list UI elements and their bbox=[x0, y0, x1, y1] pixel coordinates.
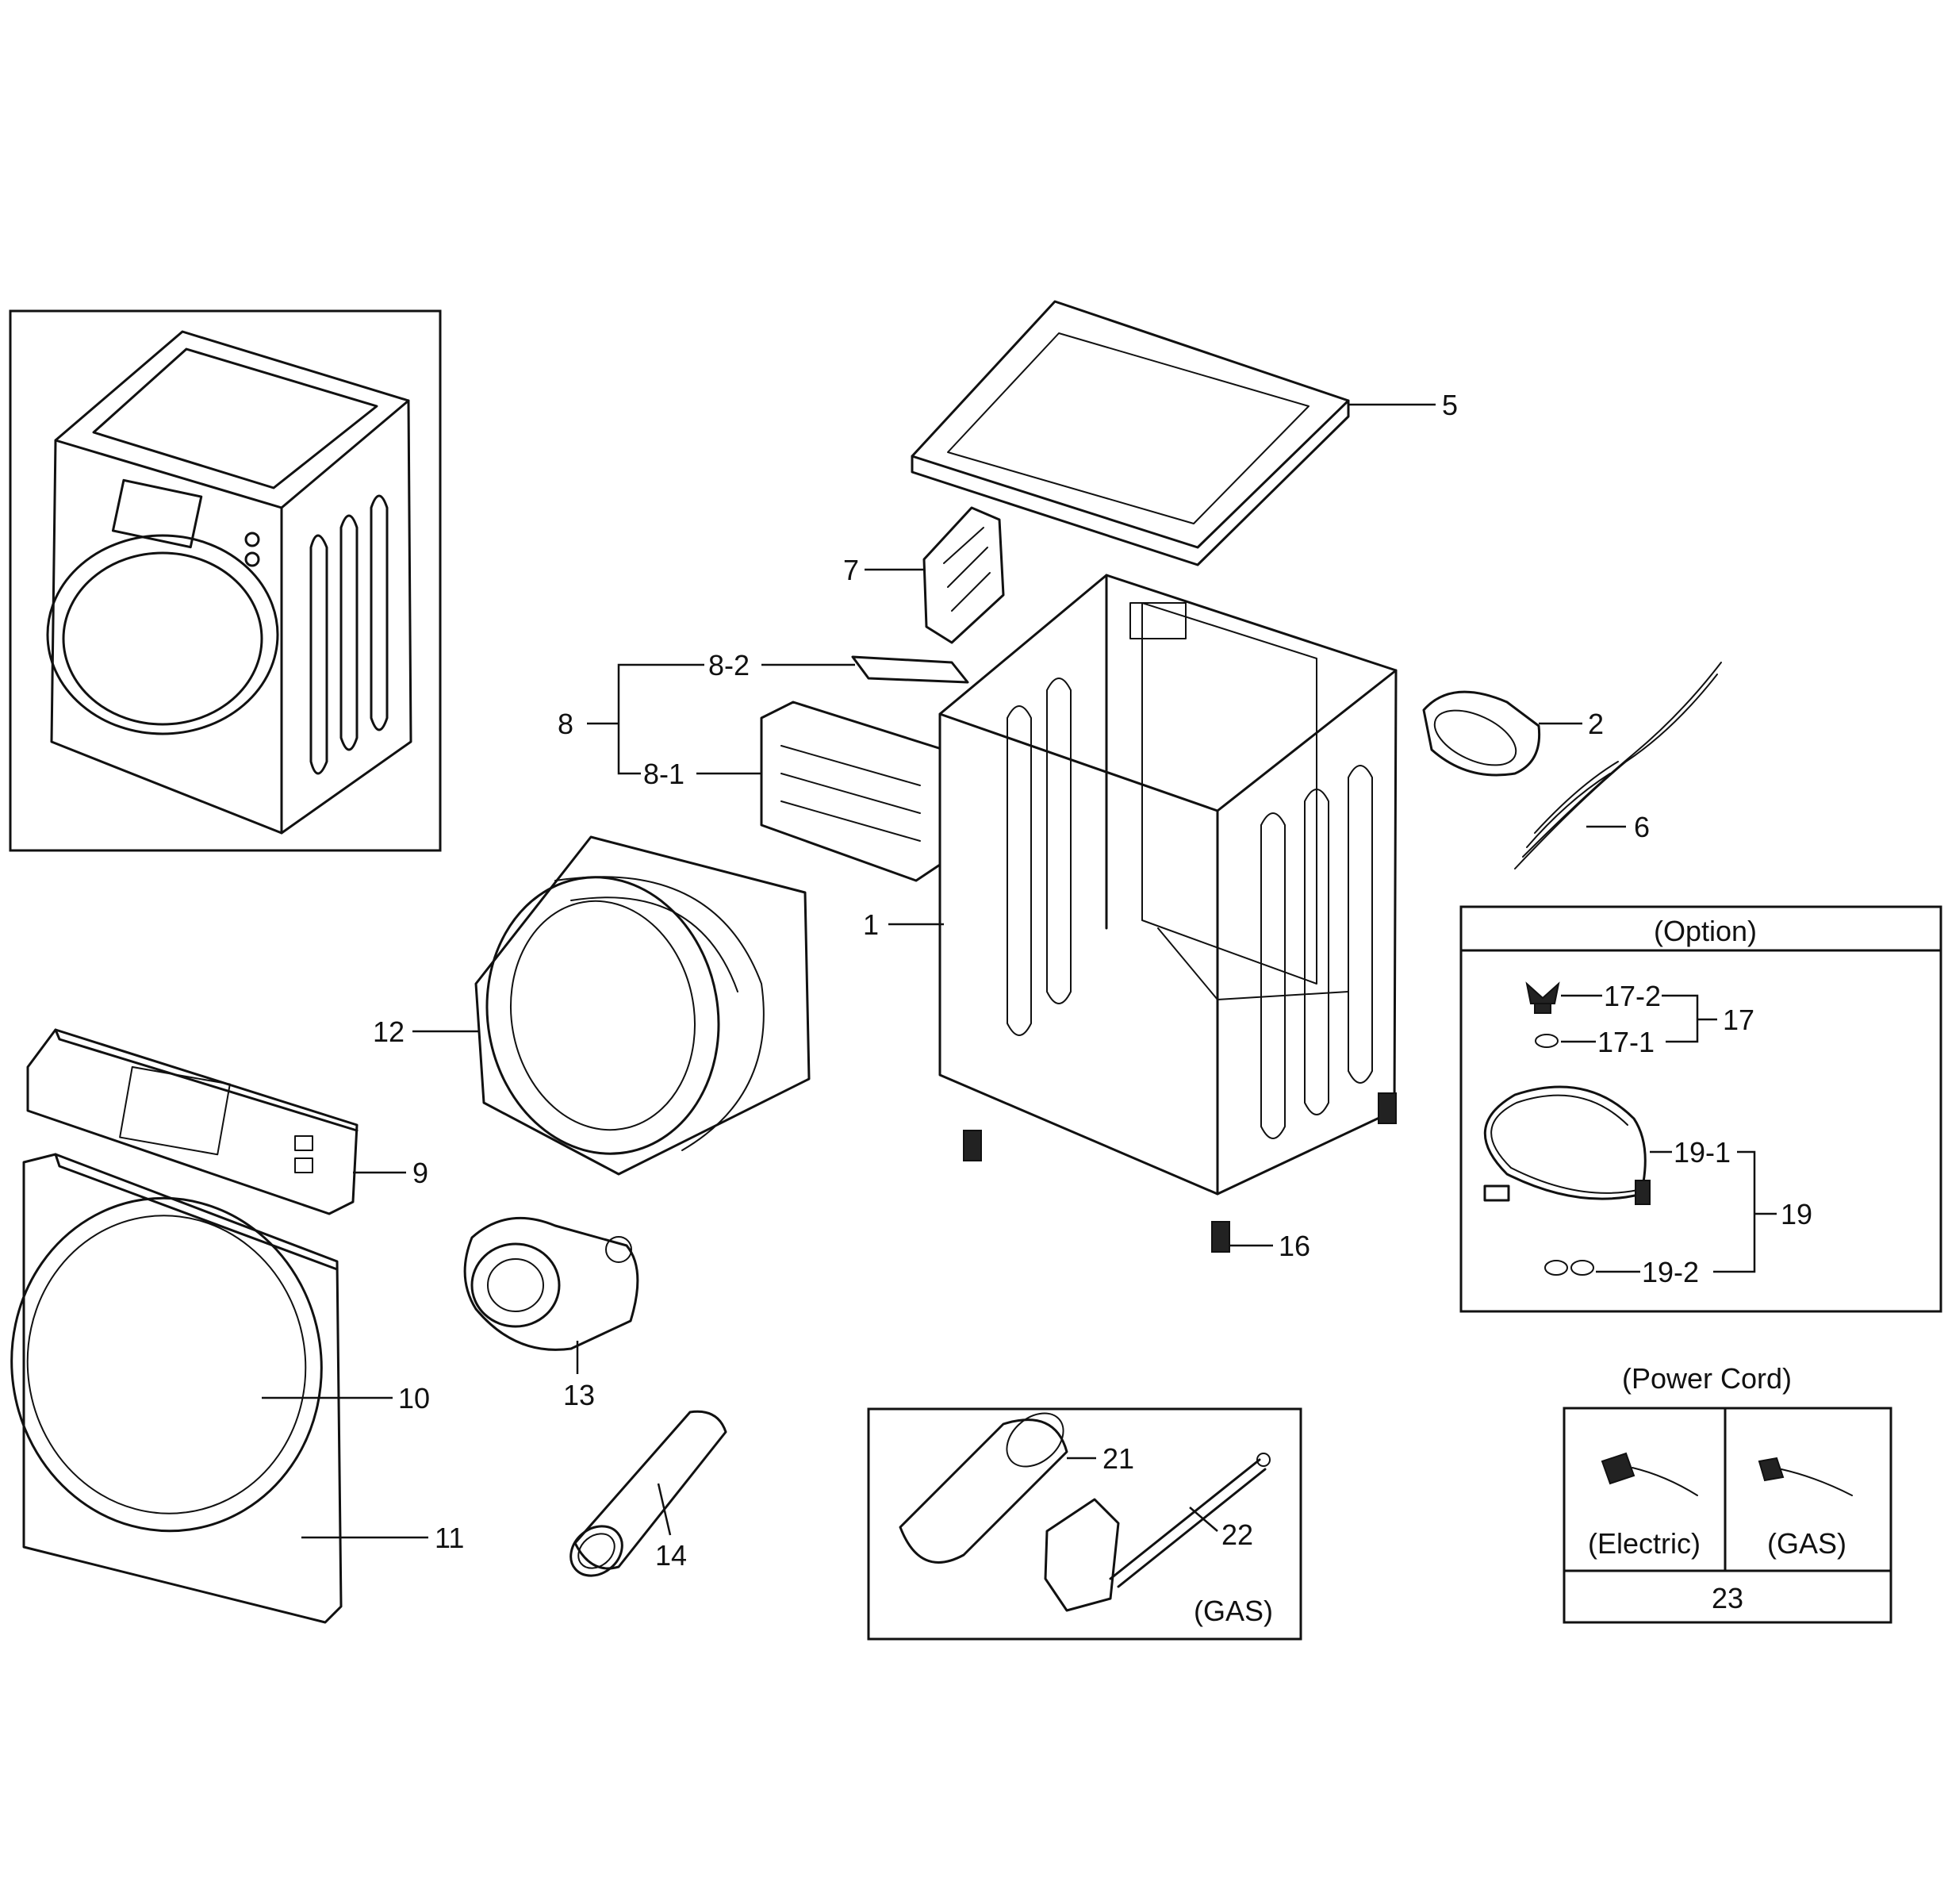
electric-plug-icon bbox=[1601, 1452, 1698, 1496]
leader-22 bbox=[1189, 1507, 1218, 1532]
gas-plug-icon bbox=[1758, 1457, 1853, 1496]
bracket-17 bbox=[1662, 994, 1717, 1043]
assembled-dryer-frame bbox=[9, 309, 442, 852]
option-frame bbox=[1459, 905, 1942, 1313]
electric-label: (Electric) bbox=[1588, 1527, 1701, 1560]
callout-17: 17 bbox=[1723, 1004, 1754, 1036]
blower-icon bbox=[463, 1216, 639, 1351]
bracket-19 bbox=[1713, 1150, 1777, 1273]
callout-7: 7 bbox=[843, 554, 859, 586]
bracket-icon bbox=[922, 506, 1005, 644]
duct-assy-icon bbox=[760, 655, 969, 882]
callout-21: 21 bbox=[1102, 1442, 1134, 1475]
washer-icon bbox=[1535, 1034, 1559, 1048]
callout-19-1: 19-1 bbox=[1674, 1136, 1731, 1169]
option-box: (Option) 17-2 17-1 17 19-1 19-2 19 bbox=[1459, 905, 1942, 1313]
filter-cover-icon bbox=[1422, 690, 1541, 777]
power-cord-frame bbox=[1563, 1407, 1892, 1624]
assembled-dryer-icon bbox=[46, 330, 412, 835]
callout-6: 6 bbox=[1634, 811, 1650, 843]
gas-burner-icon bbox=[899, 1412, 1271, 1612]
callout-9: 9 bbox=[412, 1157, 428, 1189]
y-connector-icon bbox=[1525, 981, 1560, 1014]
foot-icon bbox=[963, 1092, 1397, 1253]
callout-10: 10 bbox=[398, 1382, 430, 1415]
assembled-dryer-inset bbox=[9, 309, 442, 852]
leader-14 bbox=[657, 1483, 672, 1536]
callout-1: 1 bbox=[863, 908, 879, 941]
callout-14: 14 bbox=[655, 1539, 687, 1572]
callout-22: 22 bbox=[1221, 1518, 1253, 1551]
callout-23: 23 bbox=[1712, 1582, 1743, 1614]
power-cord-title: (Power Cord) bbox=[1622, 1362, 1792, 1395]
callout-8-2: 8-2 bbox=[708, 649, 750, 681]
hose-icon bbox=[1483, 1085, 1651, 1205]
callout-2: 2 bbox=[1588, 708, 1604, 740]
drum-icon bbox=[474, 835, 811, 1176]
duct-icon bbox=[569, 1410, 727, 1577]
gas-label: (GAS) bbox=[1194, 1595, 1273, 1627]
cabinet-icon bbox=[938, 574, 1398, 1196]
callout-8-1: 8-1 bbox=[643, 758, 684, 790]
callout-16: 16 bbox=[1279, 1230, 1310, 1262]
callout-8: 8 bbox=[558, 708, 573, 740]
top-cover-icon bbox=[911, 300, 1350, 566]
gas-cord-label: (GAS) bbox=[1767, 1527, 1846, 1560]
option-title: (Option) bbox=[1654, 915, 1757, 947]
gas-burner-box bbox=[867, 1407, 1302, 1641]
control-panel-icon bbox=[26, 1028, 359, 1215]
callout-19-2: 19-2 bbox=[1642, 1256, 1699, 1288]
bracket-8 bbox=[587, 663, 704, 775]
wire-harness-icon bbox=[1514, 662, 1722, 869]
power-cord-box: (Power Cord) (Electric) (GAS) 23 bbox=[1563, 1362, 1892, 1624]
callout-17-2: 17-2 bbox=[1604, 980, 1661, 1012]
gasket-icon bbox=[1544, 1260, 1594, 1276]
callout-12: 12 bbox=[373, 1015, 405, 1048]
callout-17-1: 17-1 bbox=[1597, 1026, 1655, 1058]
callout-5: 5 bbox=[1442, 389, 1458, 421]
callout-19: 19 bbox=[1781, 1198, 1812, 1230]
callout-13: 13 bbox=[563, 1379, 595, 1411]
front-frame-icon bbox=[10, 1153, 343, 1624]
callout-11: 11 bbox=[435, 1522, 464, 1554]
gas-burner-frame bbox=[867, 1407, 1302, 1641]
